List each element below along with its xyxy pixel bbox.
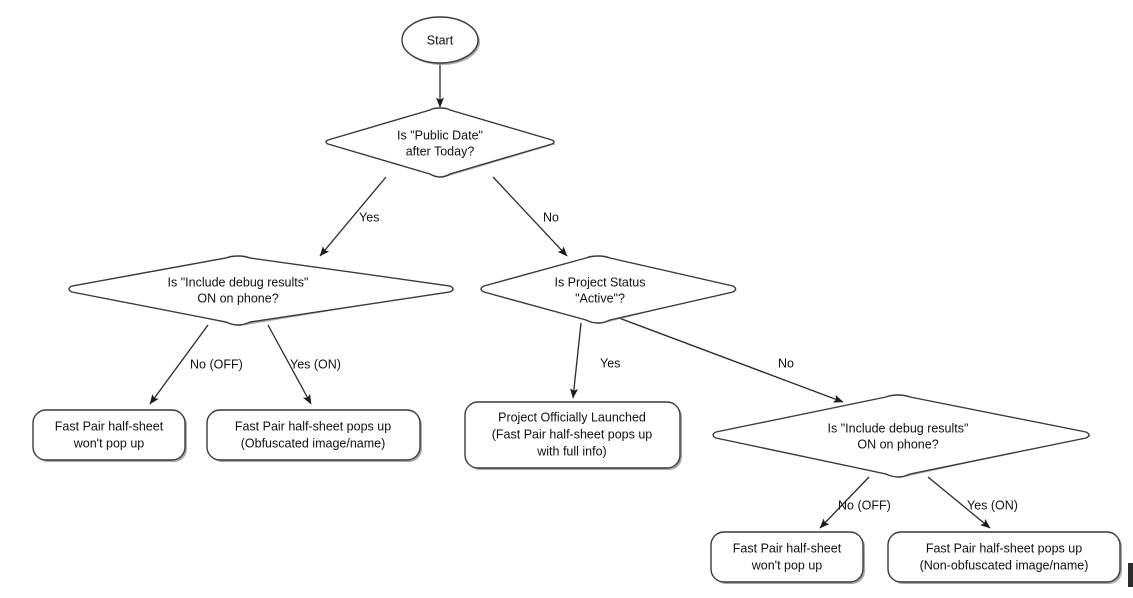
edge-label-project-status-yes: Yes: [600, 356, 620, 370]
node-question-project-status-line1: Is Project Status: [554, 275, 645, 289]
edge-public-date-yes: [319, 176, 387, 257]
edge-label-debug-left-yes: Yes (ON): [290, 357, 341, 371]
node-output-project-launched-line2: (Fast Pair half-sheet pops up: [492, 427, 653, 441]
node-output-left-on-line2: (Obfuscated image/name): [241, 436, 386, 450]
node-output-right-off-line2: won't pop up: [751, 558, 823, 572]
node-output-left-on[interactable]: Fast Pair half-sheet pops up (Obfuscated…: [206, 409, 422, 462]
edge-label-debug-right-yes: Yes (ON): [967, 498, 1018, 512]
node-start-label: Start: [427, 33, 454, 47]
edge-labels-group: Yes No No (OFF) Yes (ON) Yes No No (OFF)…: [190, 210, 1018, 512]
node-output-right-on-line2: (Non-obfuscated image/name): [920, 558, 1089, 572]
node-start[interactable]: Start: [401, 16, 480, 65]
node-question-project-status-line2: "Active"?: [575, 291, 625, 305]
node-output-project-launched-line1: Project Officially Launched: [498, 410, 646, 424]
node-output-right-on-line1: Fast Pair half-sheet pops up: [926, 541, 1082, 555]
edge-debug-right-no: [819, 476, 870, 529]
edge-project-status-no: [618, 317, 844, 403]
node-question-debug-left[interactable]: Is "Include debug results" ON on phone?: [68, 255, 456, 326]
edges-group: [149, 63, 991, 529]
node-output-project-launched[interactable]: Project Officially Launched (Fast Pair h…: [464, 401, 682, 470]
edge-label-public-date-yes: Yes: [359, 210, 379, 224]
node-output-left-on-line1: Fast Pair half-sheet pops up: [235, 419, 391, 433]
edge-debug-left-no: [149, 324, 209, 405]
node-question-debug-right-line1: Is "Include debug results": [828, 421, 969, 435]
page-edge-artifact: [1128, 563, 1133, 587]
edge-project-status-yes: [569, 322, 582, 399]
edge-debug-right-yes: [927, 476, 991, 529]
node-output-left-off[interactable]: Fast Pair half-sheet won't pop up: [32, 409, 187, 462]
node-output-left-off-line2: won't pop up: [73, 436, 145, 450]
node-question-debug-left-line2: ON on phone?: [197, 291, 278, 305]
node-question-public-date-line1: Is "Public Date": [397, 128, 483, 142]
node-output-right-on[interactable]: Fast Pair half-sheet pops up (Non-obfusc…: [887, 531, 1122, 584]
node-output-right-off-line1: Fast Pair half-sheet: [733, 541, 842, 555]
node-question-public-date-line2: after Today?: [406, 144, 475, 158]
node-output-left-off-line1: Fast Pair half-sheet: [55, 419, 164, 433]
edge-debug-left-yes: [267, 324, 312, 405]
node-question-debug-left-line1: Is "Include debug results": [168, 275, 309, 289]
edge-label-debug-left-no: No (OFF): [190, 357, 243, 371]
node-question-project-status[interactable]: Is Project Status "Active"?: [480, 255, 738, 324]
edge-public-date-no: [492, 176, 568, 257]
node-output-right-off[interactable]: Fast Pair half-sheet won't pop up: [710, 531, 865, 584]
node-question-public-date[interactable]: Is "Public Date" after Today?: [325, 107, 556, 178]
edge-label-project-status-no: No: [778, 356, 794, 370]
node-question-debug-right-line2: ON on phone?: [857, 437, 938, 451]
edge-label-debug-right-no: No (OFF): [838, 498, 891, 512]
edge-label-public-date-no: No: [543, 210, 559, 224]
node-output-project-launched-line3: with full info): [536, 444, 606, 458]
node-question-debug-right[interactable]: Is "Include debug results" ON on phone?: [712, 394, 1092, 478]
